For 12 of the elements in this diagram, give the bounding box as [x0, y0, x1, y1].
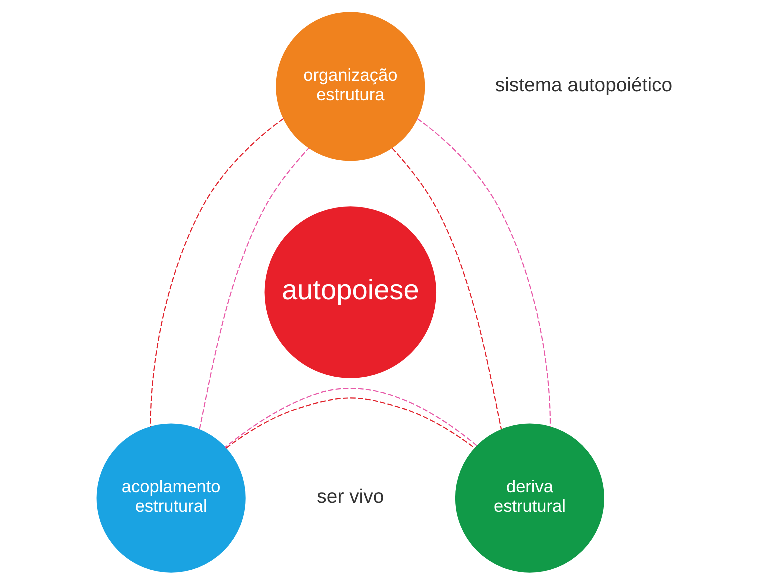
connector	[391, 148, 502, 430]
node-circle: autopoiese	[264, 206, 436, 378]
connector	[224, 388, 478, 448]
node-circle: organização estrutura	[276, 12, 425, 162]
connector	[150, 118, 284, 427]
connector	[225, 398, 475, 449]
node-circle: acoplamento estrutural	[96, 424, 246, 573]
node-circle: deriva estrutural	[454, 424, 604, 573]
label: sistema autopoiético	[494, 74, 672, 96]
connector	[198, 148, 309, 430]
label: ser vivo	[316, 486, 384, 508]
connector	[416, 118, 551, 427]
